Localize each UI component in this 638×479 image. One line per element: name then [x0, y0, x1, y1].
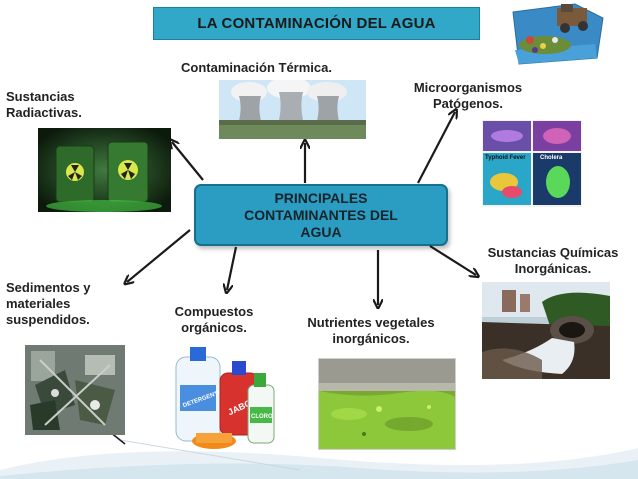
industrial-discharge-image [482, 282, 610, 379]
label-contaminacion-termica: Contaminación Térmica. [181, 60, 332, 75]
arrow-to-sedimentos [127, 229, 191, 282]
center-concept-box: PRINCIPALES CONTAMINANTES DEL AGUA [194, 184, 448, 246]
label-nutrientes-vegetales: Nutrientes vegetales inorgánicos. [307, 315, 435, 346]
bacteria-image: Typhoid Fever Cholera [482, 120, 582, 207]
radioactive-barrels-image [38, 128, 171, 212]
bacteria-caption-typhoid: Typhoid Fever [485, 155, 526, 161]
label-compuestos-organicos: Compuestos orgánicos. [174, 304, 254, 335]
garbage-truck-image [505, 0, 610, 72]
arrow-to-radiactivas [172, 142, 204, 181]
decorative-bottom-band [0, 439, 638, 479]
algae-water-image [318, 358, 456, 450]
label-sustancias-quimicas: Sustancias Químicas Inorgánicas. [487, 245, 619, 276]
bottle-label-cloro: CLORO [251, 414, 273, 420]
page-title: LA CONTAMINACIÓN DEL AGUA [153, 7, 480, 40]
label-sustancias-radiactivas: Sustancias Radiactivas. [6, 89, 82, 120]
arrow-to-quimicas [429, 245, 476, 275]
organic-compounds-bottles-image: DETERGENTE JABON CLORO [168, 345, 280, 450]
arrow-to-compuestos [227, 246, 238, 290]
page-title-text: LA CONTAMINACIÓN DEL AGUA [197, 15, 436, 32]
label-sedimentos: Sedimentos y materiales suspendidos. [6, 280, 91, 327]
sediments-image [25, 345, 125, 435]
cooling-towers-image [219, 80, 366, 139]
center-concept-text: PRINCIPALES CONTAMINANTES DEL AGUA [244, 189, 398, 240]
arrow-to-microorganismos [417, 112, 455, 184]
bacteria-caption-cholera: Cholera [540, 155, 563, 161]
